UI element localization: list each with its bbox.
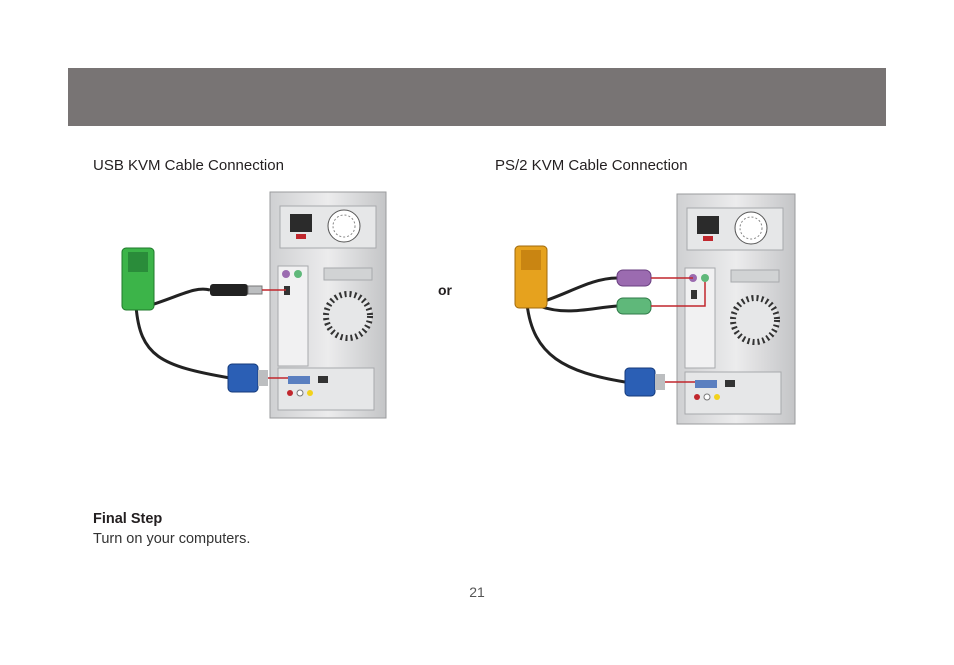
or-separator: or	[438, 282, 452, 298]
computer-case-icon	[269, 191, 387, 419]
final-step-heading: Final Step	[93, 511, 163, 527]
computer-case-icon	[676, 193, 796, 425]
ps2-kvm-cable-icon	[514, 245, 706, 397]
final-step-text: Turn on your computers.	[93, 531, 251, 547]
ps2-diagram-caption: PS/2 KVM Cable Connection	[495, 157, 688, 174]
header-bar	[68, 68, 886, 126]
usb-kvm-cable-icon	[121, 247, 288, 393]
usb-diagram-caption: USB KVM Cable Connection	[93, 157, 284, 174]
page-number: 21	[469, 584, 485, 600]
usb-connection-diagram	[121, 191, 387, 419]
ps2-connection-diagram	[514, 193, 796, 425]
